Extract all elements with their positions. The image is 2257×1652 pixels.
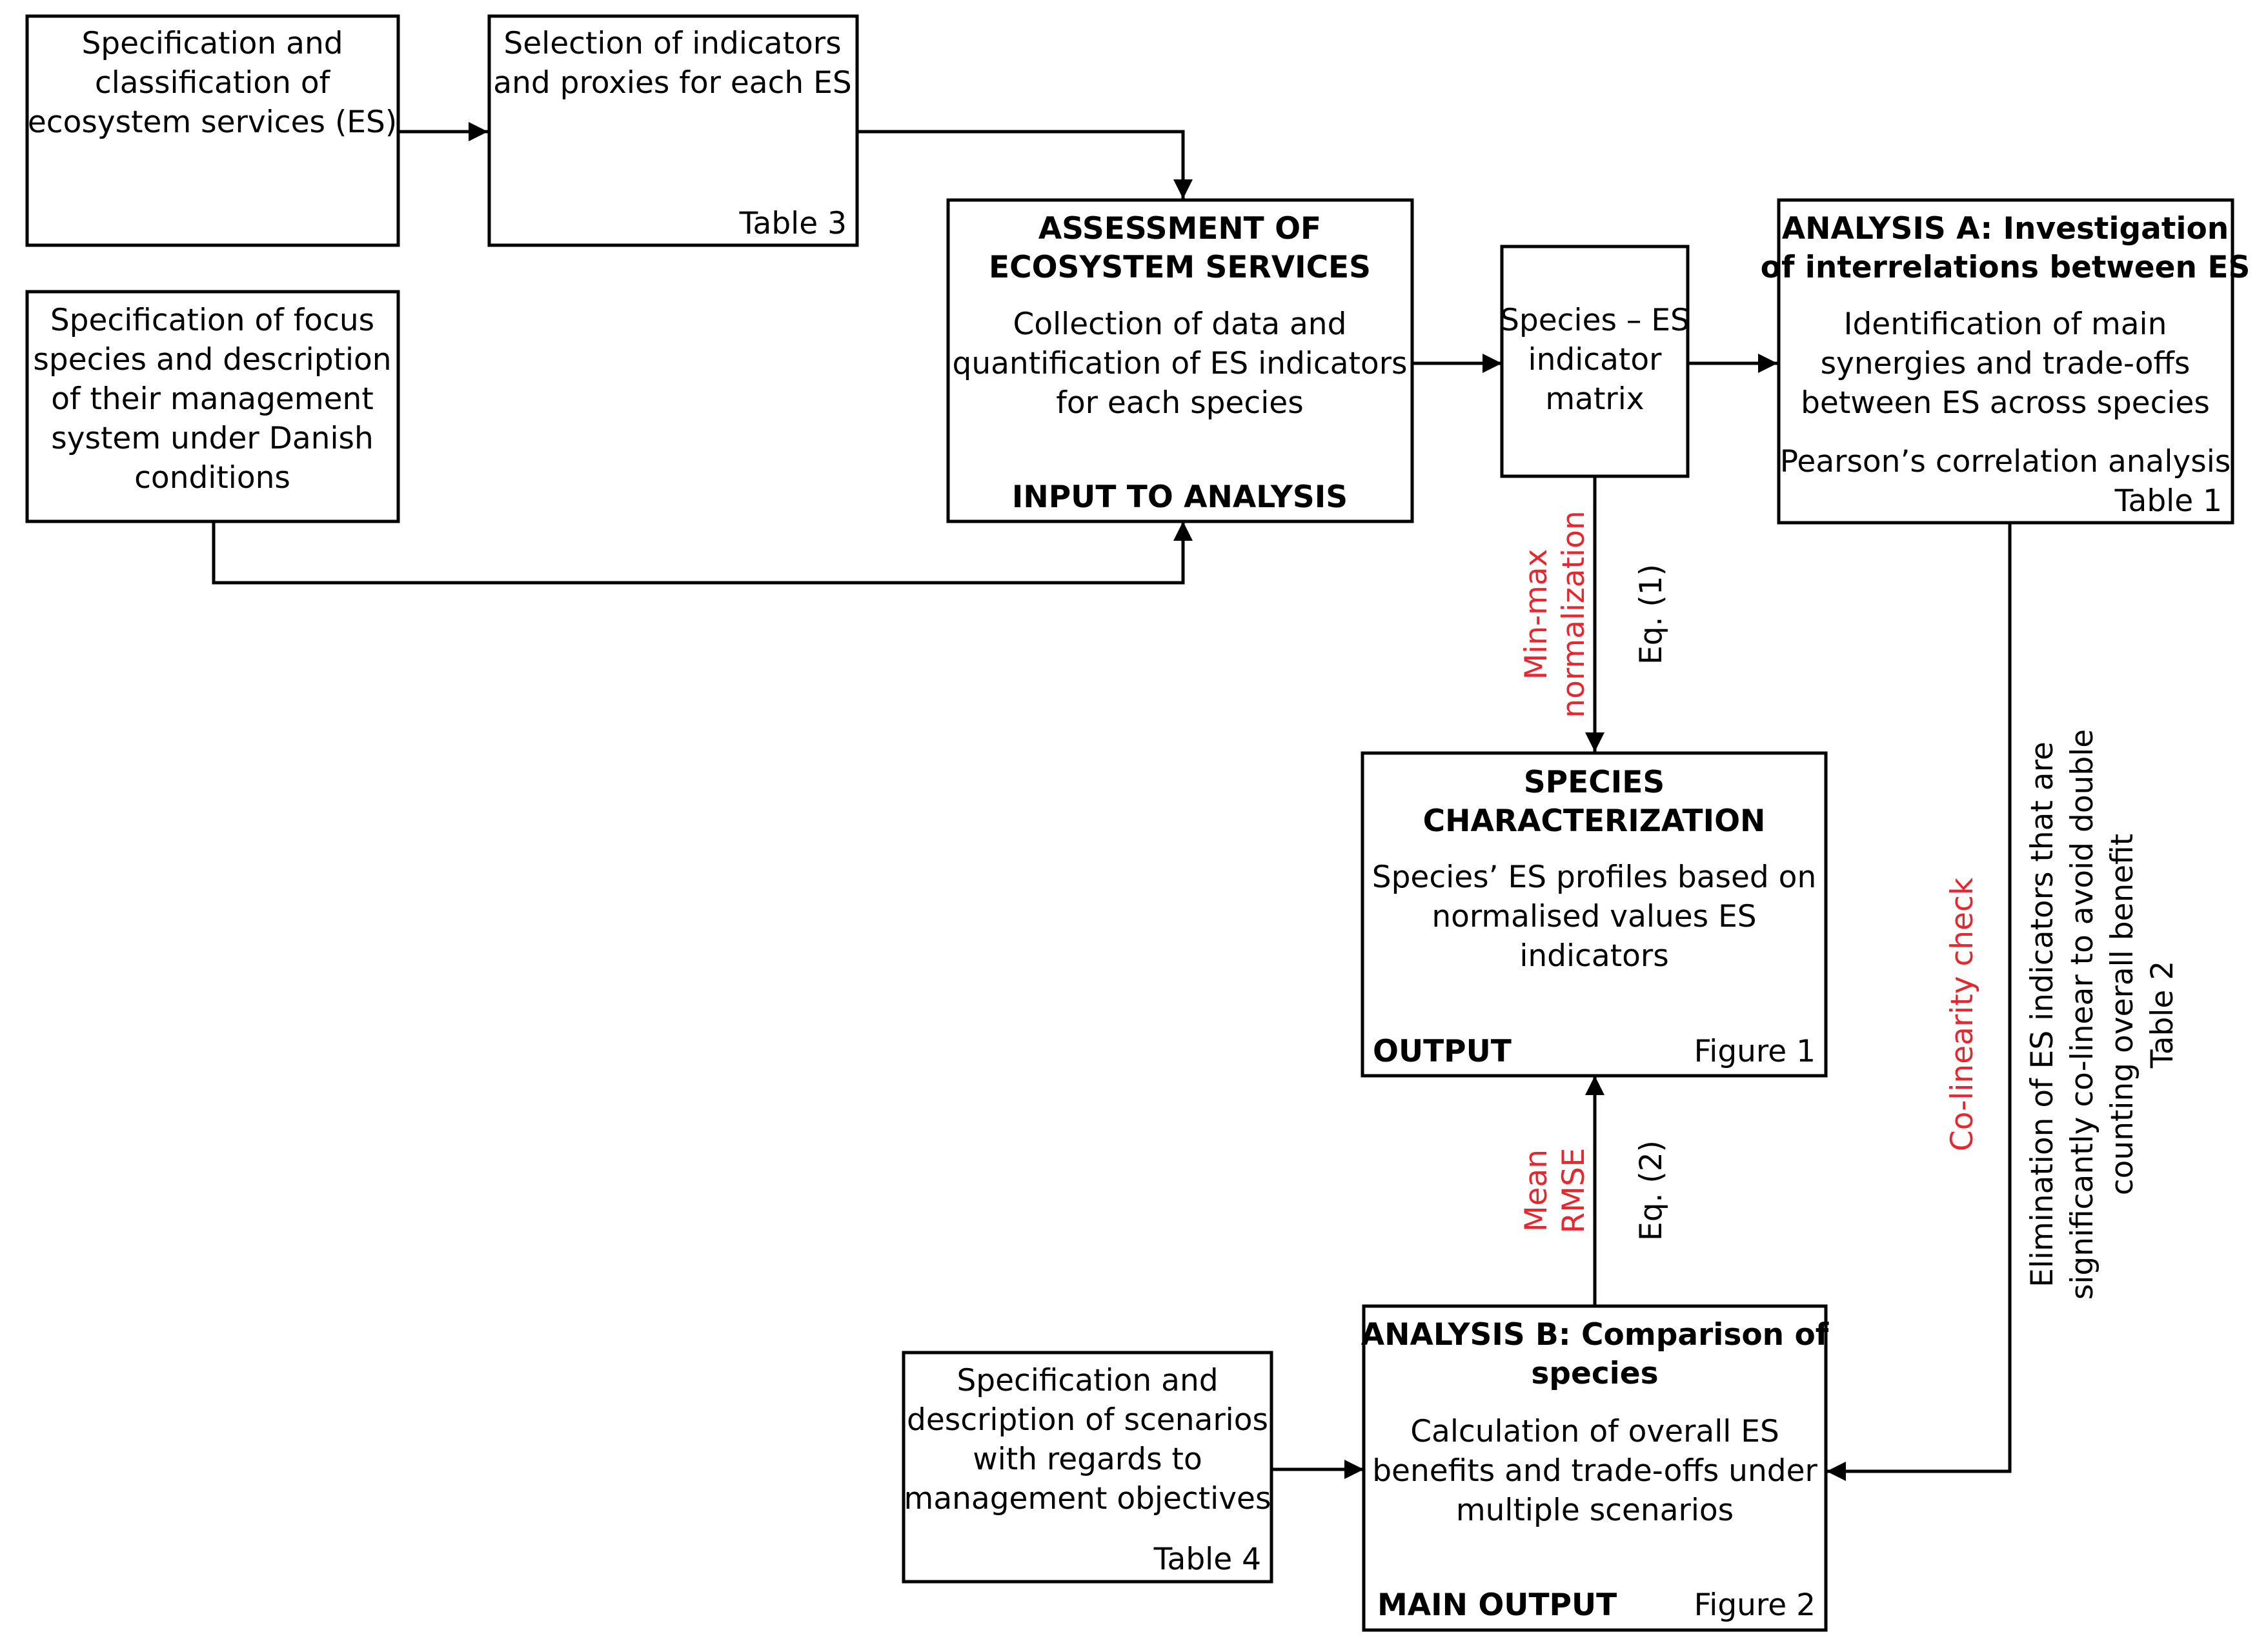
connectors <box>212 122 2012 1481</box>
box-text: Species’ ES profiles based on <box>1372 860 1816 895</box>
box-text: species and description <box>33 342 391 378</box>
table-ref: Table 2 <box>2145 961 2180 1069</box>
arrow-analysis-a-to-analysis-b <box>1827 523 2012 1481</box>
method-label: Min-max <box>1519 549 1554 680</box>
box-text: Selection of indicators <box>503 26 841 61</box>
box-text: classification of <box>95 65 331 101</box>
box-title: species <box>1531 1356 1658 1391</box>
box-text: conditions <box>134 460 290 496</box>
box-species-characterization: SPECIES CHARACTERIZATION Species’ ES pro… <box>1361 751 1828 1078</box>
input-tag: INPUT TO ANALYSIS <box>1012 479 1348 515</box>
box-text: system under Danish <box>51 421 374 456</box>
box-text: Collection of data and <box>1013 307 1347 342</box>
method-label: Co-linearity check <box>1945 877 1980 1151</box>
box-text: indicator <box>1528 342 1663 378</box>
box-text: ecosystem services (ES) <box>28 105 397 140</box>
box-selection-indicators: Selection of indicators and proxies for … <box>487 14 859 247</box>
main-output-tag: MAIN OUTPUT <box>1377 1587 1617 1623</box>
box-title: CHARACTERIZATION <box>1423 803 1766 839</box>
output-tag: OUTPUT <box>1373 1034 1512 1069</box>
box-scenarios: Specification and description of scenari… <box>902 1351 1273 1584</box>
box-assessment: ASSESSMENT OF ECOSYSTEM SERVICES Collect… <box>946 198 1414 523</box>
box-text: Specification of focus <box>50 303 374 338</box>
figure-ref: Figure 2 <box>1694 1587 1816 1623</box>
box-text: and proxies for each ES <box>493 65 851 101</box>
label-eq2: Eq. (2) <box>1634 1140 1669 1241</box>
box-title: ASSESSMENT OF <box>1038 211 1321 247</box>
box-text: indicators <box>1519 938 1668 974</box>
arrow-species-to-assessment <box>212 521 1193 585</box>
box-text: between ES across species <box>1801 385 2210 421</box>
box-text: description of scenarios <box>907 1402 1268 1438</box>
box-text: management objectives <box>904 1481 1271 1516</box>
label-eq1: Eq. (1) <box>1634 564 1669 665</box>
box-title: ECOSYSTEM SERVICES <box>989 250 1371 285</box>
method-label: RMSE <box>1556 1148 1592 1234</box>
annotation-text: Elimination of ES indicators that are <box>2025 741 2060 1287</box>
method-label: Mean <box>1519 1149 1554 1232</box>
box-specification-es: Specification and classification of ecos… <box>25 14 400 247</box>
box-text: synergies and trade-offs <box>1821 346 2191 381</box>
table-ref: Table 4 <box>1153 1542 1261 1577</box>
label-elimination: Elimination of ES indicators that are si… <box>2025 729 2180 1300</box>
box-text: matrix <box>1545 381 1644 417</box>
box-text: with regards to <box>973 1442 1202 1477</box>
method-label: Pearson’s correlation analysis <box>1780 444 2231 479</box>
box-title: SPECIES <box>1524 765 1665 800</box>
box-title: ANALYSIS A: Investigation <box>1782 211 2229 247</box>
label-colinearity-check: Co-linearity check <box>1945 877 1980 1151</box>
box-text: normalised values ES <box>1432 899 1756 934</box>
figure-ref: Figure 1 <box>1694 1034 1816 1069</box>
box-title: ANALYSIS B: Comparison of <box>1361 1317 1829 1353</box>
annotation-text: counting overall benefit <box>2105 834 2140 1195</box>
box-text: Specification and <box>956 1363 1218 1398</box>
box-analysis-a: ANALYSIS A: Investigation of interrelati… <box>1761 198 2251 525</box>
box-title: of interrelations between ES <box>1761 250 2251 285</box>
method-label: normalization <box>1556 510 1592 718</box>
arrow-selection-to-assessment <box>857 130 1193 199</box>
box-text: quantification of ES indicators <box>953 346 1408 381</box>
box-text: Identification of main <box>1844 307 2167 342</box>
box-text: benefits and trade-offs under <box>1372 1453 1817 1489</box>
box-species-es-matrix: Species – ES indicator matrix <box>1500 245 1690 478</box>
annotation-text: significantly co-linear to avoid double <box>2065 729 2100 1300</box>
box-text: Calculation of overall ES <box>1410 1414 1779 1449</box>
label-minmax-normalization: Min-max normalization <box>1519 510 1592 718</box>
equation-ref: Eq. (1) <box>1634 564 1669 665</box>
box-text: of their management <box>51 381 374 417</box>
box-specification-species: Specification of focus species and descr… <box>25 290 400 523</box>
equation-ref: Eq. (2) <box>1634 1140 1669 1241</box>
box-analysis-b: ANALYSIS B: Comparison of species Calcul… <box>1361 1304 1829 1632</box>
box-text: for each species <box>1056 385 1303 421</box>
table-ref: Table 1 <box>2114 483 2222 519</box>
box-text: Species – ES <box>1500 303 1690 338</box>
box-text: Specification and <box>81 26 343 61</box>
label-mean-rmse: Mean RMSE <box>1519 1148 1592 1234</box>
box-text: multiple scenarios <box>1456 1493 1734 1528</box>
table-ref: Table 3 <box>739 206 847 241</box>
